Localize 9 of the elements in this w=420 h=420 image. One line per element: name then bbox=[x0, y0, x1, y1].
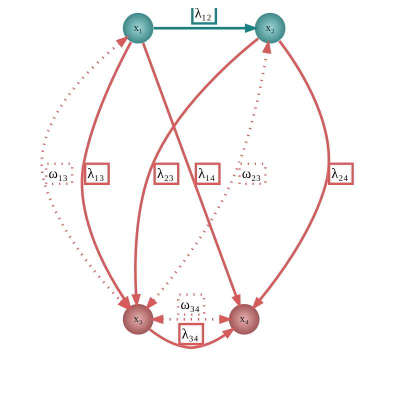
edge-label: λ₃₄ bbox=[181, 326, 198, 342]
edge-label: ω₁₃ bbox=[48, 166, 68, 182]
edge-label: λ₁₃ bbox=[86, 166, 104, 182]
edge-label: λ₁₄ bbox=[198, 166, 214, 182]
edge-label: λ₁₂ bbox=[194, 6, 211, 22]
edge-label: ω₂₃ bbox=[241, 166, 261, 182]
edge-label: λ₂₄ bbox=[330, 166, 348, 182]
edge-label: λ₂₃ bbox=[156, 166, 174, 182]
edge-label: ω₃₄ bbox=[180, 296, 200, 313]
